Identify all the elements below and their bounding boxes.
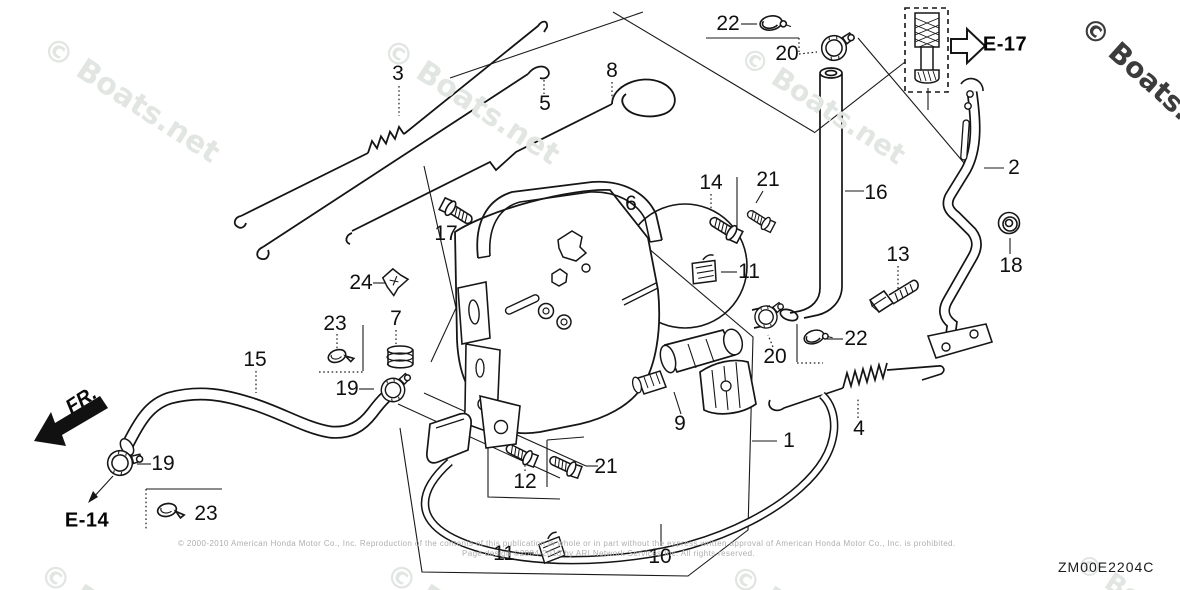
flange-bolt-21-top	[743, 206, 778, 235]
part-number-label-21: 21	[594, 455, 618, 478]
control-cable-assembly-1	[420, 391, 839, 565]
dotted-leader-lines	[145, 38, 899, 531]
part-number-label-6: 6	[625, 192, 637, 215]
return-spring-4	[768, 361, 945, 412]
flange-bolt-14	[705, 212, 746, 246]
detail-ref-e17: E-17	[982, 33, 1028, 56]
control-bracket-2	[926, 77, 994, 359]
part-number-label-23: 23	[323, 312, 347, 335]
part-number-label-11: 11	[493, 542, 515, 565]
copyright-line-2: Page design ©2004-2010 by ARI Network Se…	[462, 549, 756, 558]
choke-rod-3	[233, 20, 548, 229]
part-number-label-19: 19	[335, 377, 359, 400]
governor-rod-5	[256, 65, 550, 261]
throttle-control-9	[631, 328, 757, 415]
e17-arrow-icon	[950, 26, 987, 66]
cable-boot	[426, 412, 472, 464]
cap-nut-18	[997, 211, 1021, 235]
wire-clip-11-top	[688, 251, 721, 288]
fr-direction-arrow-icon	[34, 396, 108, 446]
grommet-7	[386, 345, 414, 369]
part-number-label-11: 11	[738, 260, 760, 283]
control-plate-6	[454, 180, 748, 449]
copyright-line-1: © 2000-2010 American Honda Motor Co., In…	[178, 539, 956, 548]
part-number-label-20: 20	[775, 42, 799, 65]
part-number-label-22: 22	[716, 12, 740, 35]
square-head-bolt-13	[868, 279, 919, 314]
part-number-label-16: 16	[864, 181, 888, 204]
part-number-label-21: 21	[756, 168, 780, 191]
part-number-label-12: 12	[513, 470, 537, 493]
tube-clamp-20-top	[819, 31, 858, 63]
part-number-label-17: 17	[434, 222, 458, 245]
part-number-label-23: 23	[194, 502, 218, 525]
part-number-label-2: 2	[1008, 156, 1020, 179]
breather-tube-16	[751, 67, 843, 329]
throttle-rod-8	[345, 78, 676, 245]
diagram-code: ZM00E2204C	[1058, 559, 1155, 575]
e14-arrowhead-icon	[88, 491, 98, 503]
part-number-label-22: 22	[844, 327, 868, 350]
screw-23-bottom	[155, 499, 186, 524]
part-number-label-13: 13	[886, 243, 910, 266]
part-number-label-8: 8	[606, 59, 618, 82]
detail-e17-box	[904, 7, 949, 93]
part-number-label-14: 14	[699, 171, 723, 194]
part-number-label-4: 4	[853, 417, 865, 440]
clip-24	[380, 265, 412, 298]
part-number-label-7: 7	[390, 307, 402, 330]
part-number-label-24: 24	[349, 271, 373, 294]
clip-22-top	[758, 12, 792, 33]
part-number-label-15: 15	[243, 348, 267, 371]
screw-23-left	[325, 344, 356, 370]
part-number-label-10: 10	[648, 545, 672, 568]
part-number-label-19: 19	[151, 452, 175, 475]
part-number-label-1: 1	[783, 429, 795, 452]
detail-ref-e14: E-14	[64, 509, 110, 532]
part-number-label-3: 3	[392, 62, 404, 85]
part-number-label-18: 18	[999, 254, 1023, 277]
part-number-label-20: 20	[763, 345, 787, 368]
fuel-hose-15	[119, 386, 395, 456]
clip-22-right	[801, 324, 834, 347]
part-number-label-5: 5	[539, 92, 551, 115]
part-number-label-9: 9	[674, 412, 686, 435]
